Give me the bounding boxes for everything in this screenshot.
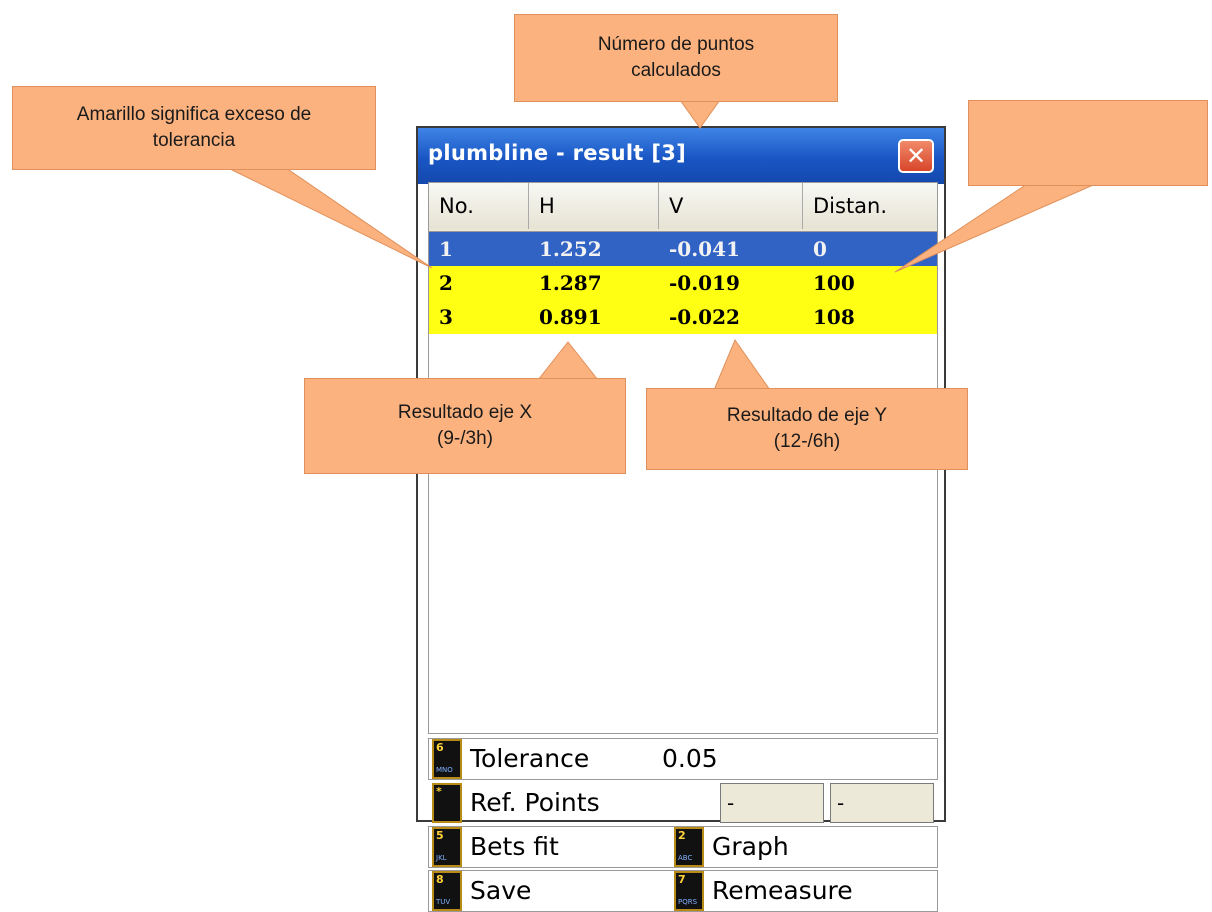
callout-x-axis: Resultado eje X (9-/3h) <box>304 378 626 474</box>
callout-x-axis-line2: (9-/3h) <box>437 428 493 449</box>
table-row[interactable]: 1 1.252 -0.041 0 <box>429 232 937 266</box>
tolerance-row-frame <box>428 738 938 780</box>
cell-no: 2 <box>439 271 453 295</box>
cell-v: -0.041 <box>669 237 740 261</box>
callout-points-count-line2: calculados <box>631 60 721 81</box>
callout-yellow-meaning-line2: tolerancia <box>152 130 236 151</box>
title-bar: plumbline - result [3] ✕ <box>418 128 944 184</box>
key-letters: TUV <box>436 898 451 906</box>
cell-v: -0.022 <box>669 305 740 329</box>
callout-x-axis-line1: Resultado eje X <box>397 402 533 423</box>
ref-point-2-field[interactable]: - <box>830 783 934 823</box>
callout-y-axis-line2: (12-/6h) <box>773 431 841 452</box>
key-letters: MNO <box>436 766 453 774</box>
callout-yellow-meaning-line1: Amarillo significa exceso de <box>76 104 312 125</box>
table-header: No. H V Distan. <box>429 183 937 232</box>
key-7-icon: 7 PQRS <box>674 871 704 911</box>
ref-points-row: * Ref. Points - - <box>428 782 938 824</box>
key-letters: ABC <box>678 854 693 862</box>
table-row[interactable]: 2 1.287 -0.019 100 <box>429 266 937 300</box>
cell-distance: 100 <box>813 271 855 295</box>
column-header-h[interactable]: H <box>529 183 659 229</box>
callout-points-count-line1: Número de puntos <box>597 34 755 55</box>
table-row[interactable]: 3 0.891 -0.022 108 <box>429 300 937 334</box>
save-button[interactable]: Save <box>470 876 532 905</box>
best-fit-button[interactable]: Bets fit <box>470 832 559 861</box>
tolerance-label: Tolerance <box>470 744 590 773</box>
key-number: 2 <box>678 829 686 842</box>
save-remeasure-row: 8 TUV Save 7 PQRS Remeasure <box>428 870 938 912</box>
callout-empty <box>968 100 1208 186</box>
column-header-no[interactable]: No. <box>429 183 529 229</box>
callout-y-axis: Resultado de eje Y (12-/6h) <box>646 388 968 470</box>
cell-distance: 108 <box>813 305 855 329</box>
remeasure-button[interactable]: Remeasure <box>712 876 853 905</box>
cell-v: -0.019 <box>669 271 740 295</box>
star-key-icon: * <box>432 783 462 823</box>
cell-h: 1.252 <box>539 237 602 261</box>
ref-points-label[interactable]: Ref. Points <box>470 788 600 817</box>
key-number: 7 <box>678 873 686 886</box>
callout-yellow-meaning: Amarillo significa exceso de tolerancia <box>12 86 376 170</box>
close-icon: ✕ <box>905 142 927 170</box>
cell-no: 3 <box>439 305 453 329</box>
tolerance-row: 6 MNO Tolerance 0.05 <box>428 738 938 780</box>
plumbline-result-window: plumbline - result [3] ✕ No. H V Distan.… <box>416 126 946 912</box>
key-number: 8 <box>436 873 444 886</box>
cell-h: 1.287 <box>539 271 602 295</box>
close-button[interactable]: ✕ <box>898 139 934 173</box>
column-header-distance[interactable]: Distan. <box>803 183 937 229</box>
window-title: plumbline - result [3] <box>428 141 687 165</box>
key-letters: JKL <box>436 854 447 862</box>
callout-points-count: Número de puntos calculados <box>514 14 838 102</box>
column-header-v[interactable]: V <box>659 183 803 229</box>
key-number: * <box>436 785 442 798</box>
key-2-icon: 2 ABC <box>674 827 704 867</box>
callout-y-axis-line1: Resultado de eje Y <box>726 405 888 426</box>
key-number: 5 <box>436 829 444 842</box>
key-5-icon: 5 JKL <box>432 827 462 867</box>
cell-distance: 0 <box>813 237 827 261</box>
key-8-icon: 8 TUV <box>432 871 462 911</box>
tolerance-value[interactable]: 0.05 <box>662 744 718 773</box>
key-6-icon: 6 MNO <box>432 739 462 779</box>
ref-point-1-field[interactable]: - <box>720 783 824 823</box>
best-fit-graph-row: 5 JKL Bets fit 2 ABC Graph <box>428 826 938 868</box>
key-letters: PQRS <box>678 898 698 906</box>
graph-button[interactable]: Graph <box>712 832 789 861</box>
cell-h: 0.891 <box>539 305 602 329</box>
key-number: 6 <box>436 741 444 754</box>
cell-no: 1 <box>439 237 453 261</box>
